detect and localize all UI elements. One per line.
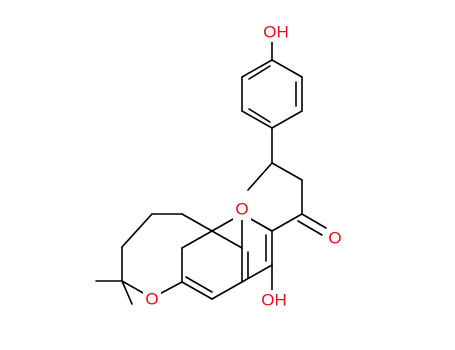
svg-text:OH: OH — [263, 22, 289, 41]
label-o-ring-pyran: O — [143, 289, 161, 310]
svg-text:O: O — [145, 289, 158, 308]
bond-carbonyl — [301, 213, 327, 229]
label-o-carbonyl: O — [326, 228, 344, 249]
bond-methyl-2 — [121, 280, 133, 305]
svg-text:O: O — [235, 199, 248, 218]
bond-carbonyl-second — [297, 220, 323, 236]
label-o-ring-pyranone: O — [233, 199, 251, 220]
phenol-ring — [241, 59, 303, 129]
label-oh-top: OH — [258, 22, 292, 42]
svg-text:OH: OH — [261, 290, 287, 309]
aromatic-core-ring — [181, 213, 273, 300]
label-oh-bottom: OH — [256, 290, 290, 310]
pyranone-ring — [241, 162, 303, 232]
chroman-ring — [121, 213, 213, 299]
svg-text:O: O — [328, 228, 341, 247]
